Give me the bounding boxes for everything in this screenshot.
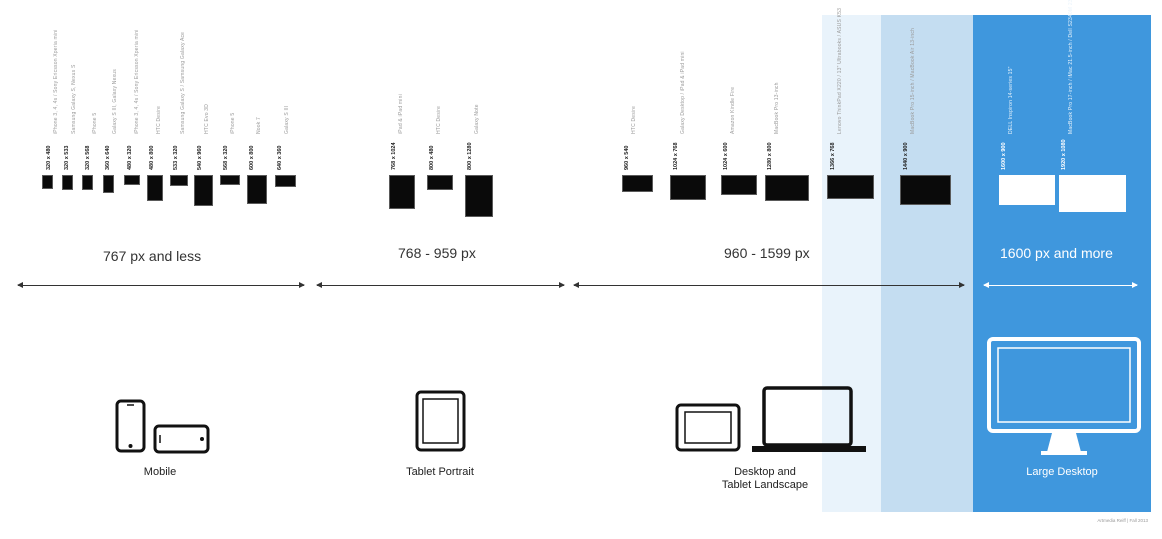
device-resolution-label: 480 x 800 — [149, 145, 155, 170]
device-resolution-label: 768 x 1024 — [391, 142, 397, 170]
device-screen-14 — [622, 175, 653, 192]
device-name-label: MacBook Pro 13-inch — [774, 82, 780, 134]
range-arrow-tablet — [316, 282, 565, 288]
device-resolution-label: 1600 x 900 — [1001, 142, 1007, 170]
device-resolution-label: 600 x 800 — [249, 145, 255, 170]
category-label-desktop: Desktop and Tablet Landscape — [721, 466, 809, 491]
device-name-label: iPhone 5 — [230, 112, 236, 134]
device-name-label: iPhone 3, 4, 4s / Sony Ericsson Xperia m… — [134, 29, 140, 134]
device-resolution-label: 480 x 320 — [127, 145, 133, 170]
category-label-large-desktop: Large Desktop — [1026, 466, 1098, 478]
device-screen-0 — [42, 175, 53, 189]
device-name-label: Samsung Galaxy S / Samsung Galaxy Ace — [180, 31, 186, 134]
device-screen-18 — [827, 175, 874, 199]
device-resolution-label: 1024 x 768 — [673, 142, 679, 170]
range-label-large: 1600 px and more — [1000, 245, 1113, 261]
device-name-label: Nook 7 — [256, 116, 262, 134]
device-resolution-label: 1280 x 800 — [767, 142, 773, 170]
device-screen-21 — [1059, 175, 1126, 212]
device-name-label: Samsung Galaxy S, Nexus S — [71, 64, 77, 134]
device-screen-16 — [721, 175, 757, 195]
device-resolution-label: 800 x 480 — [429, 145, 435, 170]
device-screen-19 — [900, 175, 951, 205]
device-resolution-label: 640 x 360 — [277, 145, 283, 170]
range-label-desktop: 960 - 1599 px — [724, 245, 810, 261]
device-screen-20 — [999, 175, 1055, 205]
device-resolution-label: 800 x 1280 — [467, 142, 473, 170]
device-resolution-label: 320 x 480 — [46, 145, 52, 170]
tablet-portrait-icon — [415, 390, 466, 452]
device-name-label: HTC Desire — [156, 105, 162, 134]
range-label-tablet: 768 - 959 px — [398, 245, 476, 261]
device-name-label: Galaxy Note — [474, 104, 480, 134]
device-screen-5 — [147, 175, 163, 201]
band-1440 — [881, 15, 973, 512]
device-screen-10 — [275, 175, 296, 187]
device-name-label: HTC Evo 3D — [204, 103, 210, 134]
range-arrow-desktop — [573, 282, 965, 288]
mobile-devices-icon — [115, 399, 210, 454]
device-name-label: Galaxy S III, Galaxy Nexus — [112, 69, 118, 134]
device-name-label: DELL Inspiron 14-series 15" — [1008, 66, 1014, 134]
device-screen-13 — [465, 175, 493, 217]
device-name-label: MacBook Pro 17-inch / iMac 21.5-inch / D… — [1068, 0, 1074, 134]
category-label-tablet-portrait: Tablet Portrait — [406, 466, 474, 478]
device-resolution-label: 533 x 320 — [173, 145, 179, 170]
device-resolution-label: 320 x 568 — [85, 145, 91, 170]
device-name-label: Galaxy Desktop / iPad & iPad mini — [680, 51, 686, 134]
device-screen-12 — [427, 175, 453, 190]
range-arrow-large — [983, 282, 1138, 288]
device-screen-9 — [247, 175, 267, 204]
device-resolution-label: 1920 x 1080 — [1061, 139, 1067, 170]
device-name-label: Lenovo ThinkPad X220 / 13" Ultrabooks / … — [837, 7, 843, 134]
device-screen-8 — [220, 175, 240, 185]
device-screen-17 — [765, 175, 809, 201]
device-name-label: Amazon Kindle Fire — [730, 86, 736, 134]
large-desktop-monitor-icon — [987, 337, 1141, 455]
device-name-label: iPhone 3, 4, 4s / Sony Ericsson Xperia m… — [53, 29, 59, 134]
device-screen-7 — [194, 175, 213, 206]
device-name-label: MacBook Pro 15-inch / MacBook Air 13-inc… — [910, 27, 916, 134]
device-resolution-label: 568 x 320 — [223, 145, 229, 170]
device-name-label: iPad & iPad mini — [398, 94, 404, 134]
range-label-mobile: 767 px and less — [103, 248, 202, 264]
device-screen-6 — [170, 175, 188, 186]
desktop-tablet-landscape-icon — [675, 386, 866, 452]
device-resolution-label: 1024 x 600 — [723, 142, 729, 170]
device-resolution-label: 360 x 640 — [105, 145, 111, 170]
device-name-label: iPhone 5 — [92, 112, 98, 134]
device-resolution-label: 1366 x 768 — [830, 142, 836, 170]
device-name-label: HTC Desire — [631, 105, 637, 134]
device-resolution-label: 540 x 960 — [197, 145, 203, 170]
device-screen-11 — [389, 175, 415, 209]
device-resolution-label: 1440 x 900 — [903, 142, 909, 170]
footer-credit: Artmedia Reiff | Fall 2013 — [1097, 518, 1148, 523]
device-screen-4 — [124, 175, 140, 185]
device-name-label: HTC Desire — [436, 105, 442, 134]
device-screen-1 — [62, 175, 73, 190]
range-arrow-mobile — [17, 282, 305, 288]
device-resolution-label: 320 x 533 — [64, 145, 70, 170]
device-screen-2 — [82, 175, 93, 190]
device-resolution-label: 960 x 540 — [624, 145, 630, 170]
device-screen-3 — [103, 175, 114, 193]
category-label-mobile: Mobile — [143, 466, 177, 478]
device-screen-15 — [670, 175, 706, 200]
device-name-label: Galaxy S III — [284, 105, 290, 134]
